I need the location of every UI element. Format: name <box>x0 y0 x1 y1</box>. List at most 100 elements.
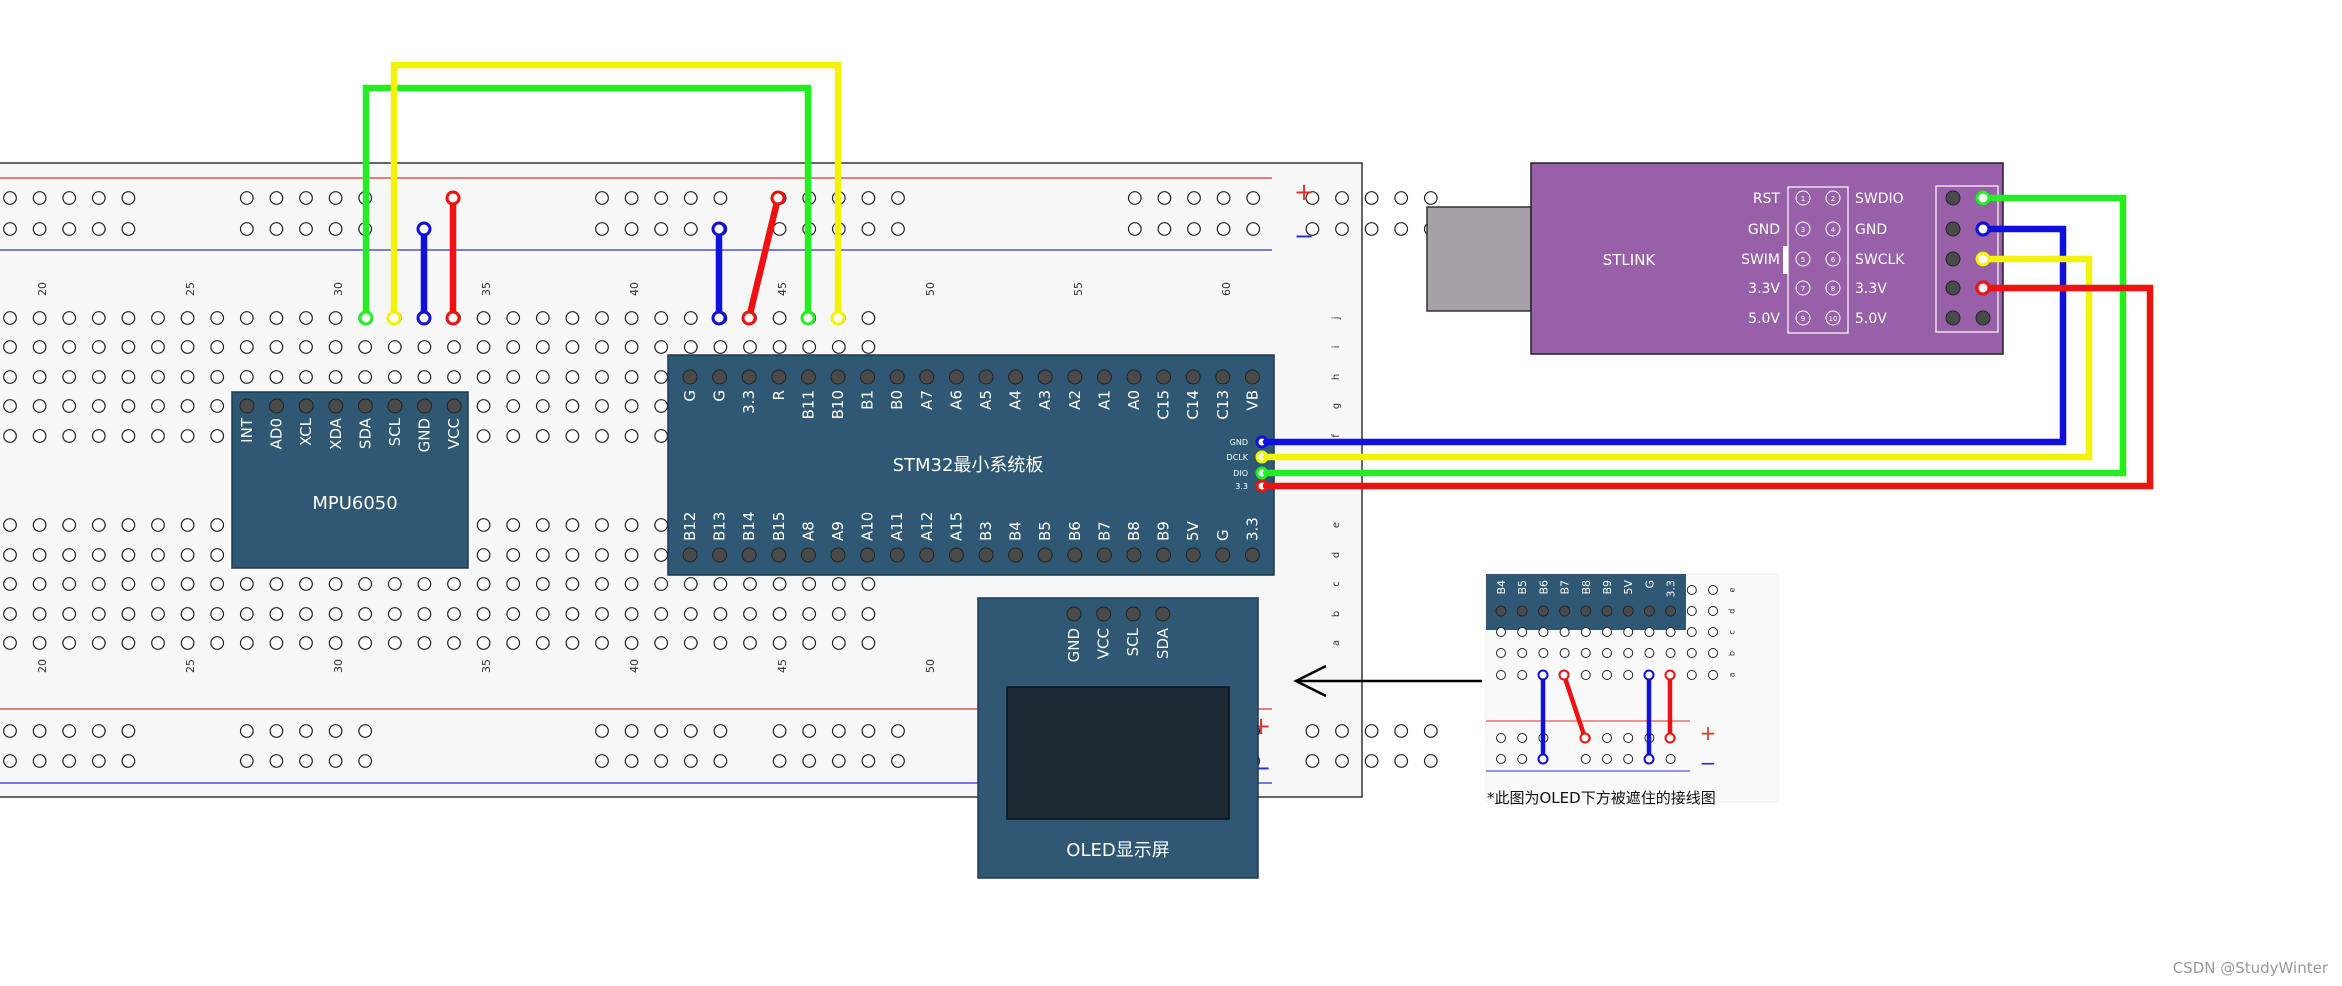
stlink-connector-pin <box>1945 280 1961 296</box>
stm32-bottom-pin-label: B3 <box>977 521 995 541</box>
breadboard-hole <box>624 429 639 443</box>
stm32-bottom-pin <box>1067 547 1083 563</box>
breadboard-hole <box>476 340 491 354</box>
breadboard-rail-hole <box>624 724 639 738</box>
breadboard-hole <box>121 548 136 562</box>
breadboard-hole <box>683 577 698 591</box>
breadboard-hole <box>417 370 432 384</box>
wire-yellow-swd-dclk <box>1262 255 2093 461</box>
breadboard-hole <box>32 577 47 591</box>
breadboard-hole <box>683 311 698 325</box>
breadboard-hole <box>62 340 77 354</box>
stlink-header-pin <box>1795 310 1811 326</box>
breadboard-hole <box>151 607 165 621</box>
stlink-left-label: SWIM <box>1741 252 1780 268</box>
breadboard-hole <box>299 311 313 325</box>
inset-hole <box>1517 670 1528 680</box>
wire-blue-swd-gnd <box>1262 225 2067 446</box>
breadboard-rail-hole <box>802 754 817 768</box>
column-number-top: 30 <box>332 282 345 296</box>
column-number-bottom: 20 <box>36 659 49 673</box>
stm32-top-pin-label: C15 <box>1155 390 1173 420</box>
row-letter: c <box>1331 581 1342 587</box>
stm32-bottom-pin <box>948 547 964 563</box>
inset-pin <box>1601 605 1613 617</box>
inset-wire-endpoints <box>1537 669 1676 765</box>
breadboard-hole <box>624 340 639 354</box>
watermark: CSDN @StudyWinter <box>2173 959 2329 977</box>
stm32-bottom-pin <box>712 547 728 563</box>
breadboard-hole <box>654 607 669 621</box>
inset-arrow <box>1293 664 1482 698</box>
breadboard-rail-hole <box>772 222 787 236</box>
stm32-top-pin <box>889 369 905 385</box>
breadboard-hole <box>299 636 313 650</box>
breadboard-hole <box>62 636 77 650</box>
breadboard-rail-hole <box>1246 222 1261 236</box>
inset-rail-hole <box>1602 754 1612 764</box>
breadboard-hole <box>121 518 136 532</box>
breadboard-hole <box>506 548 521 562</box>
wire-endpoint <box>445 190 461 206</box>
wire-endpoint <box>711 310 727 326</box>
stlink-header-pin <box>1825 251 1841 267</box>
inset-pin-label: 5V <box>1622 580 1635 595</box>
column-number-bottom: 45 <box>776 659 789 673</box>
inset-pin-label: B7 <box>1559 580 1572 595</box>
inset-hole <box>1538 627 1549 637</box>
breadboard-rail-hole <box>32 754 47 768</box>
breadboard-rail-hole <box>891 724 905 738</box>
mpu6050-pin <box>387 398 403 414</box>
breadboard-rail-hole <box>239 191 254 205</box>
breadboard-hole <box>624 577 639 591</box>
breadboard-hole <box>387 577 402 591</box>
inset-hole <box>1708 648 1718 658</box>
breadboard-hole <box>3 548 17 562</box>
breadboard-hole <box>506 518 521 532</box>
stlink-left-label: 3.3V <box>1748 281 1780 297</box>
row-letter: d <box>1331 552 1342 558</box>
breadboard-rail-hole <box>713 724 728 738</box>
breadboard-hole <box>91 399 106 413</box>
breadboard-hole <box>269 636 284 650</box>
stlink-right-label: SWDIO <box>1855 191 1904 207</box>
stlink-title: STLINK <box>1603 251 1657 269</box>
stlink-pin-number: 1 <box>1801 195 1805 203</box>
breadboard-hole <box>624 399 639 413</box>
breadboard-rail-hole <box>1305 191 1320 205</box>
breadboard-hole <box>62 370 77 384</box>
stm32-top-pin <box>948 369 964 385</box>
breadboard-hole <box>387 607 402 621</box>
breadboard-rail-hole <box>3 222 17 236</box>
breadboard-rail-hole <box>624 191 639 205</box>
breadboard-hole <box>210 311 225 325</box>
inset-wire-endpoint <box>1643 753 1655 765</box>
stlink-connector-pin <box>1945 310 1961 326</box>
breadboard-rail-hole <box>328 754 343 768</box>
breadboard-hole <box>476 429 491 443</box>
inset-hole <box>1665 648 1676 658</box>
wire-endpoint <box>711 221 727 237</box>
breadboard-hole <box>3 340 17 354</box>
stlink-header-pin <box>1795 221 1811 237</box>
stm32-top-pin <box>978 369 994 385</box>
breadboard-rail-hole <box>861 754 876 768</box>
breadboard-rail-hole <box>654 222 669 236</box>
breadboard-hole <box>535 429 550 443</box>
breadboard-hole <box>565 370 580 384</box>
stm32-bottom-pin-label: B12 <box>681 512 699 541</box>
breadboard-rail-hole <box>121 191 136 205</box>
breadboard-rail-hole <box>239 724 254 738</box>
breadboard-rail-hole <box>62 724 77 738</box>
column-number-top: 40 <box>628 282 641 296</box>
breadboard-hole <box>506 636 521 650</box>
breadboard-hole <box>447 607 461 621</box>
wire-endpoint <box>1975 190 1991 206</box>
column-number-top: 25 <box>184 282 197 296</box>
oled-pin <box>1066 606 1082 622</box>
stlink-labels: RSTGNDSWIM3.3V5.0VSWDIOGNDSWCLK3.3V5.0V1… <box>1741 190 1905 327</box>
stm32-top-pin-label: A3 <box>1036 390 1054 410</box>
breadboard-hole <box>32 340 47 354</box>
wire-endpoint <box>386 310 402 326</box>
